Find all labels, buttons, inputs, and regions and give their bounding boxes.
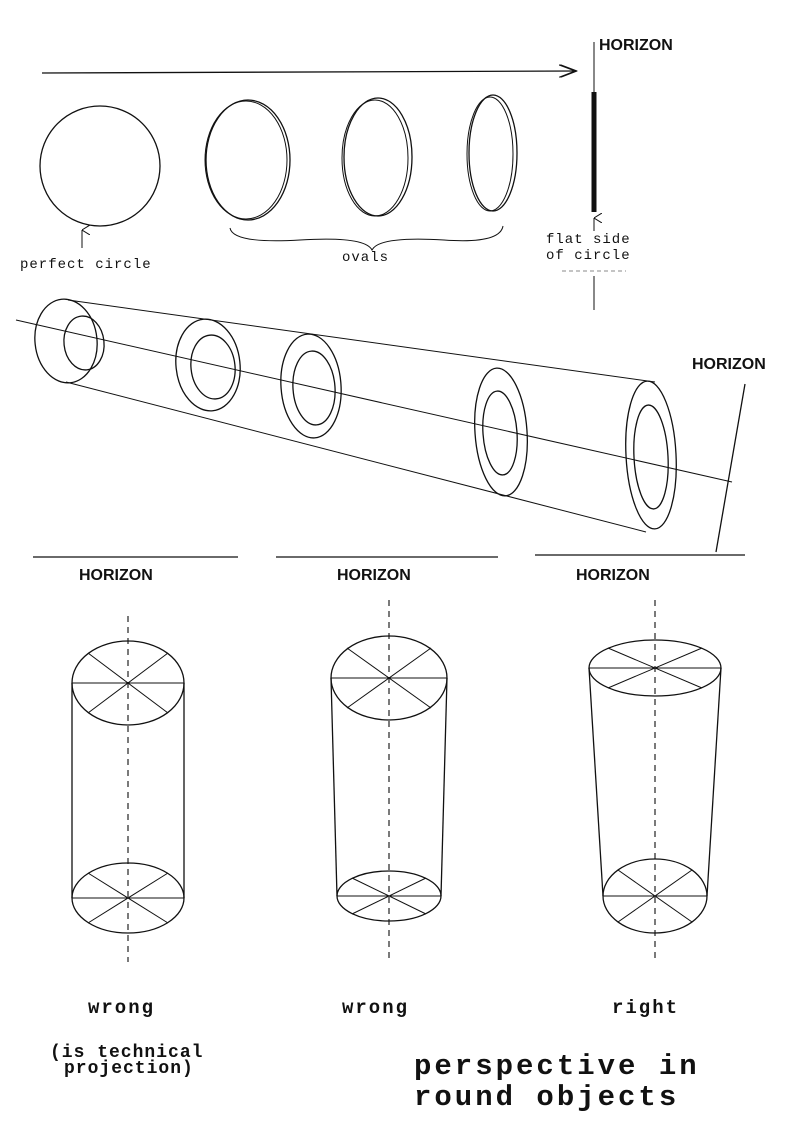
tube-axis-line: [15, 319, 733, 483]
direction-arrow: [41, 71, 576, 73]
flat-side-label-line1: flat side: [546, 232, 631, 248]
cylinder-right-perspective: [588, 600, 722, 958]
title-line2: round objects: [414, 1081, 680, 1114]
horizon-label-top: HORIZON: [599, 37, 673, 54]
perfect-circle: [39, 105, 161, 227]
title-line1: perspective in: [414, 1050, 700, 1083]
wrong-label-1: wrong: [88, 997, 156, 1019]
horizon-label-3: HORIZON: [576, 567, 650, 584]
ovals-label: ovals: [342, 250, 390, 266]
oval-1: [204, 99, 291, 221]
tube-edge-top: [67, 299, 656, 383]
horizon-label-1: HORIZON: [79, 567, 153, 584]
ring-3: [280, 333, 342, 439]
cylinder-wrong-perspective: [330, 600, 448, 958]
horizon-label-tubes: HORIZON: [692, 356, 766, 373]
flat-side-label-line2: of circle: [546, 248, 631, 264]
wrong-label-2: wrong: [342, 997, 410, 1019]
right-label: right: [612, 997, 680, 1019]
oval-2: [341, 97, 413, 217]
horizon-label-2: HORIZON: [337, 567, 411, 584]
ring-2: [175, 318, 241, 412]
perfect-circle-label: perfect circle: [20, 257, 152, 273]
horizon-line-tubes: [715, 383, 746, 553]
technical-note-line1: (is technical: [50, 1043, 204, 1063]
technical-note-line2: projection): [64, 1059, 194, 1079]
ring-1: [34, 298, 105, 384]
ring-4: [474, 367, 528, 497]
oval-3: [466, 94, 518, 212]
ovals-brace: [229, 225, 504, 252]
cylinder-wrong-technical: [71, 616, 185, 962]
tube-edge-bottom: [65, 381, 647, 533]
ring-5: [625, 380, 677, 530]
